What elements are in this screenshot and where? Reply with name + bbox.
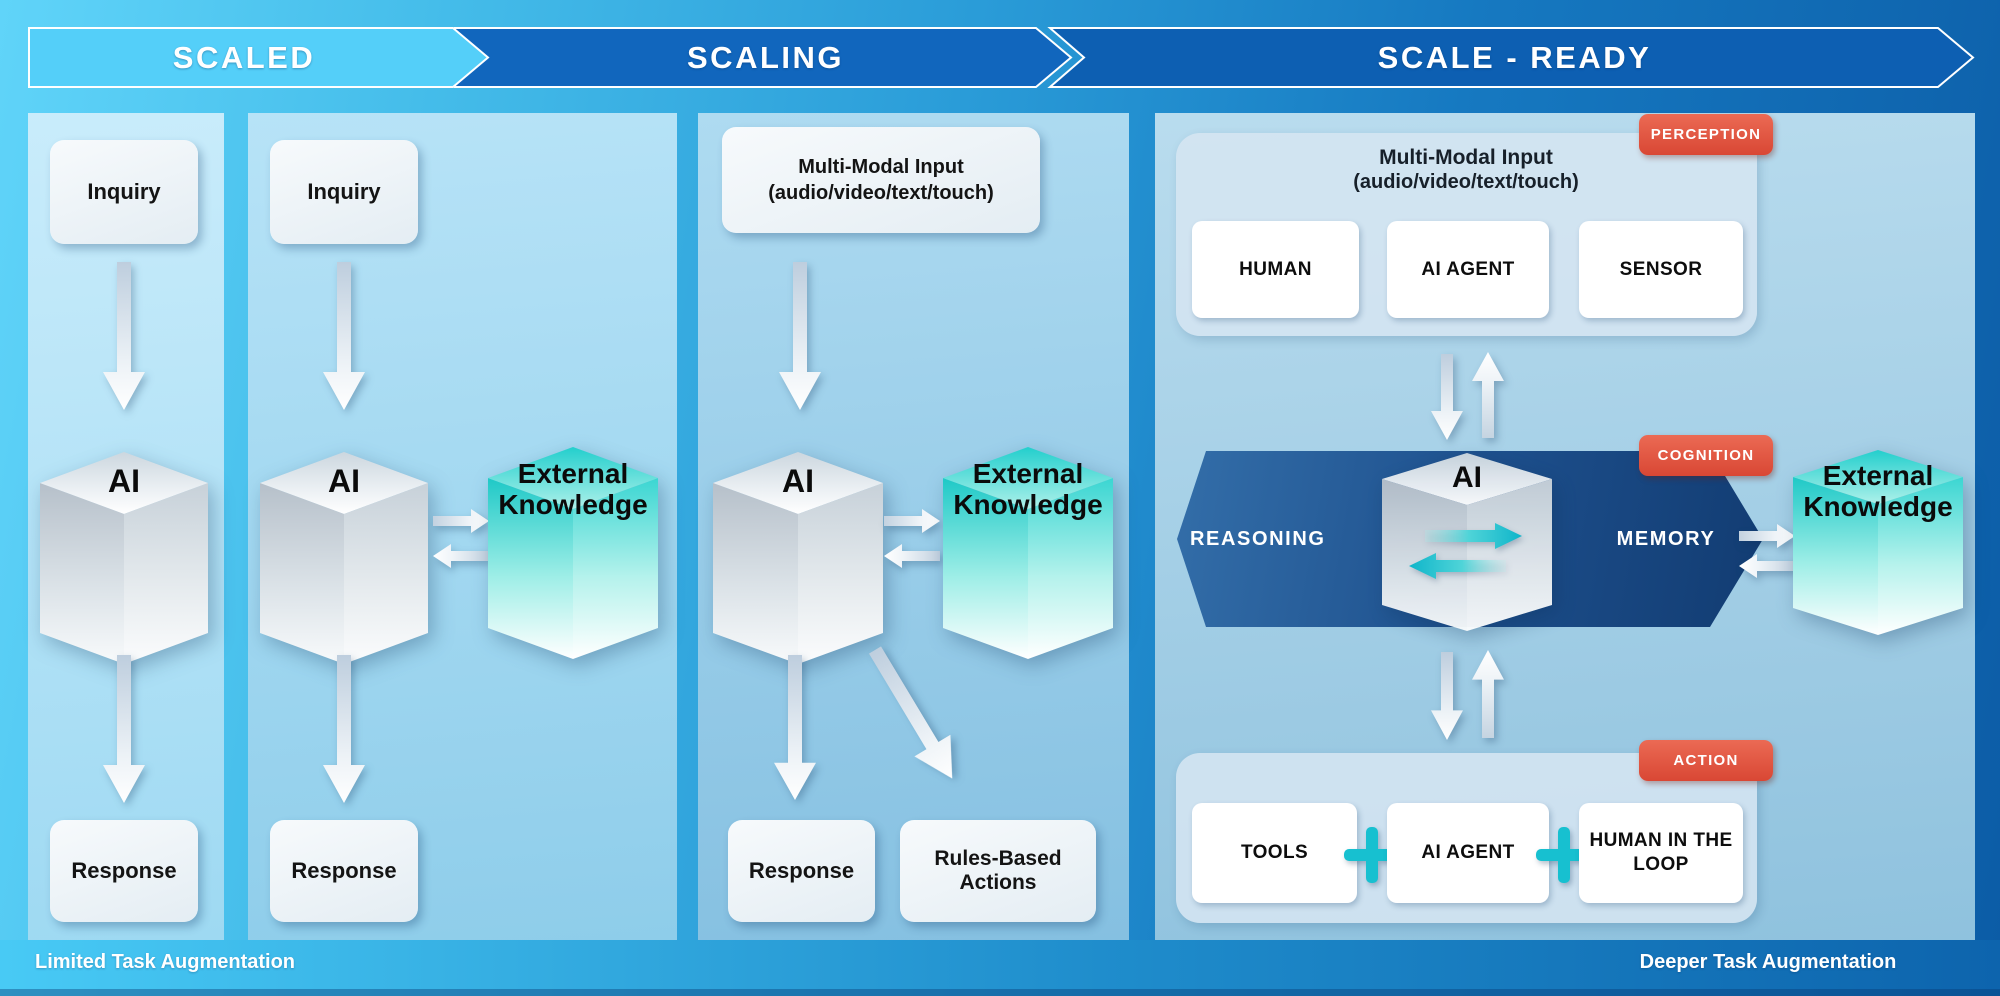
- right-arrow-icon: [884, 509, 940, 533]
- response-label-2: Response: [291, 858, 397, 883]
- inquiry-box-1: Inquiry: [50, 140, 198, 244]
- left-arrow-icon: [884, 544, 940, 568]
- human-in-loop-label: HUMAN IN THE LOOP: [1589, 830, 1733, 875]
- down-arrow-icon: [323, 262, 365, 410]
- response-box-3: Response: [728, 820, 875, 922]
- external-knowledge-label-4: External Knowledge: [1803, 460, 1953, 523]
- diagonal-arrow-icon: [868, 646, 953, 779]
- action-ai-agent-label: AI AGENT: [1421, 842, 1515, 863]
- down-arrow-icon: [103, 655, 145, 803]
- reasoning-label: REASONING: [1190, 528, 1326, 550]
- stage-shape-scaled: [28, 27, 490, 88]
- inquiry-label-1: Inquiry: [87, 179, 161, 204]
- rules-based-actions-box: Rules-Based Actions: [900, 820, 1096, 922]
- human-box: HUMAN: [1192, 221, 1359, 318]
- plus-icon: [1344, 827, 1400, 883]
- cognition-badge: COGNITION: [1639, 435, 1773, 476]
- ai-agent-box: AI AGENT: [1387, 221, 1549, 318]
- plus-icon: [1536, 827, 1592, 883]
- left-arrow-icon: [433, 544, 489, 568]
- memory-label: MEMORY: [1616, 528, 1716, 550]
- bottom-strip: [0, 940, 2000, 996]
- tools-label: TOOLS: [1240, 842, 1309, 863]
- ai-agent-label: AI AGENT: [1421, 258, 1515, 280]
- multimodal-subtitle-3: (audio/video/text/touch): [768, 182, 994, 204]
- response-box-1: Response: [50, 820, 198, 922]
- sensor-label: SENSOR: [1619, 258, 1703, 280]
- ai-cube-4: [1382, 453, 1552, 631]
- inquiry-box-2: Inquiry: [270, 140, 418, 244]
- stage-header-bar: [28, 27, 1975, 88]
- multimodal-title-4: Multi-Modal Input: [1379, 146, 1553, 169]
- ai-cube-2: [260, 452, 428, 664]
- up-arrow-icon: [1472, 650, 1504, 738]
- down-arrow-icon: [103, 262, 145, 410]
- inquiry-label-2: Inquiry: [307, 179, 381, 204]
- response-box-2: Response: [270, 820, 418, 922]
- down-arrow-icon: [1431, 354, 1463, 440]
- sensor-box: SENSOR: [1579, 221, 1743, 318]
- down-arrow-icon: [1431, 652, 1463, 740]
- teal-left-arrow-icon: [1409, 553, 1506, 579]
- stage-label-scale-ready: SCALE - READY: [1377, 39, 1652, 75]
- down-arrow-icon: [323, 655, 365, 803]
- tools-box: TOOLS: [1192, 803, 1357, 903]
- ai-cube-label-4: AI: [1452, 461, 1482, 494]
- stage-label-scaling: SCALING: [687, 39, 844, 75]
- limited-task-note: Limited Task Augmentation: [35, 951, 296, 973]
- response-label-1: Response: [71, 858, 177, 883]
- right-arrow-icon: [433, 509, 489, 533]
- human-label: HUMAN: [1239, 258, 1312, 280]
- human-in-loop-box: HUMAN IN THE LOOP: [1579, 803, 1743, 903]
- teal-right-arrow-icon: [1425, 523, 1522, 549]
- ai-cube-1: [40, 452, 208, 664]
- perception-badge: PERCEPTION: [1639, 114, 1773, 155]
- right-arrow-icon: [1739, 524, 1795, 548]
- stage-shape-scale-ready: [1047, 27, 1975, 88]
- action-badge: ACTION: [1639, 740, 1773, 781]
- action-ai-agent-box: AI AGENT: [1387, 803, 1549, 903]
- rules-based-actions-label: Rules-Based Actions: [934, 847, 1062, 894]
- up-arrow-icon: [1472, 352, 1504, 438]
- down-arrow-icon: [779, 262, 821, 410]
- ai-cube-label-2: AI: [328, 463, 360, 499]
- external-knowledge-label-2: External Knowledge: [498, 458, 648, 521]
- ai-cube-label-1: AI: [108, 463, 140, 499]
- multimodal-title-3: Multi-Modal Input: [798, 156, 964, 178]
- multimodal-subtitle-4: (audio/video/text/touch): [1353, 171, 1579, 193]
- deeper-task-note: Deeper Task Augmentation: [1639, 951, 1897, 973]
- external-knowledge-cube-3: [943, 447, 1113, 659]
- response-label-3: Response: [748, 858, 855, 883]
- stage-label-scaled: SCALED: [172, 39, 316, 75]
- external-knowledge-cube-4: [1793, 450, 1963, 635]
- external-knowledge-label-3: External Knowledge: [953, 458, 1103, 521]
- ai-cube-3: [713, 452, 883, 664]
- down-arrow-icon: [774, 655, 816, 800]
- multimodal-input-box-3: Multi-Modal Input (audio/video/text/touc…: [722, 127, 1040, 233]
- left-arrow-icon: [1739, 554, 1795, 578]
- ai-cube-label-3: AI: [782, 463, 814, 499]
- external-knowledge-cube-2: [488, 447, 658, 659]
